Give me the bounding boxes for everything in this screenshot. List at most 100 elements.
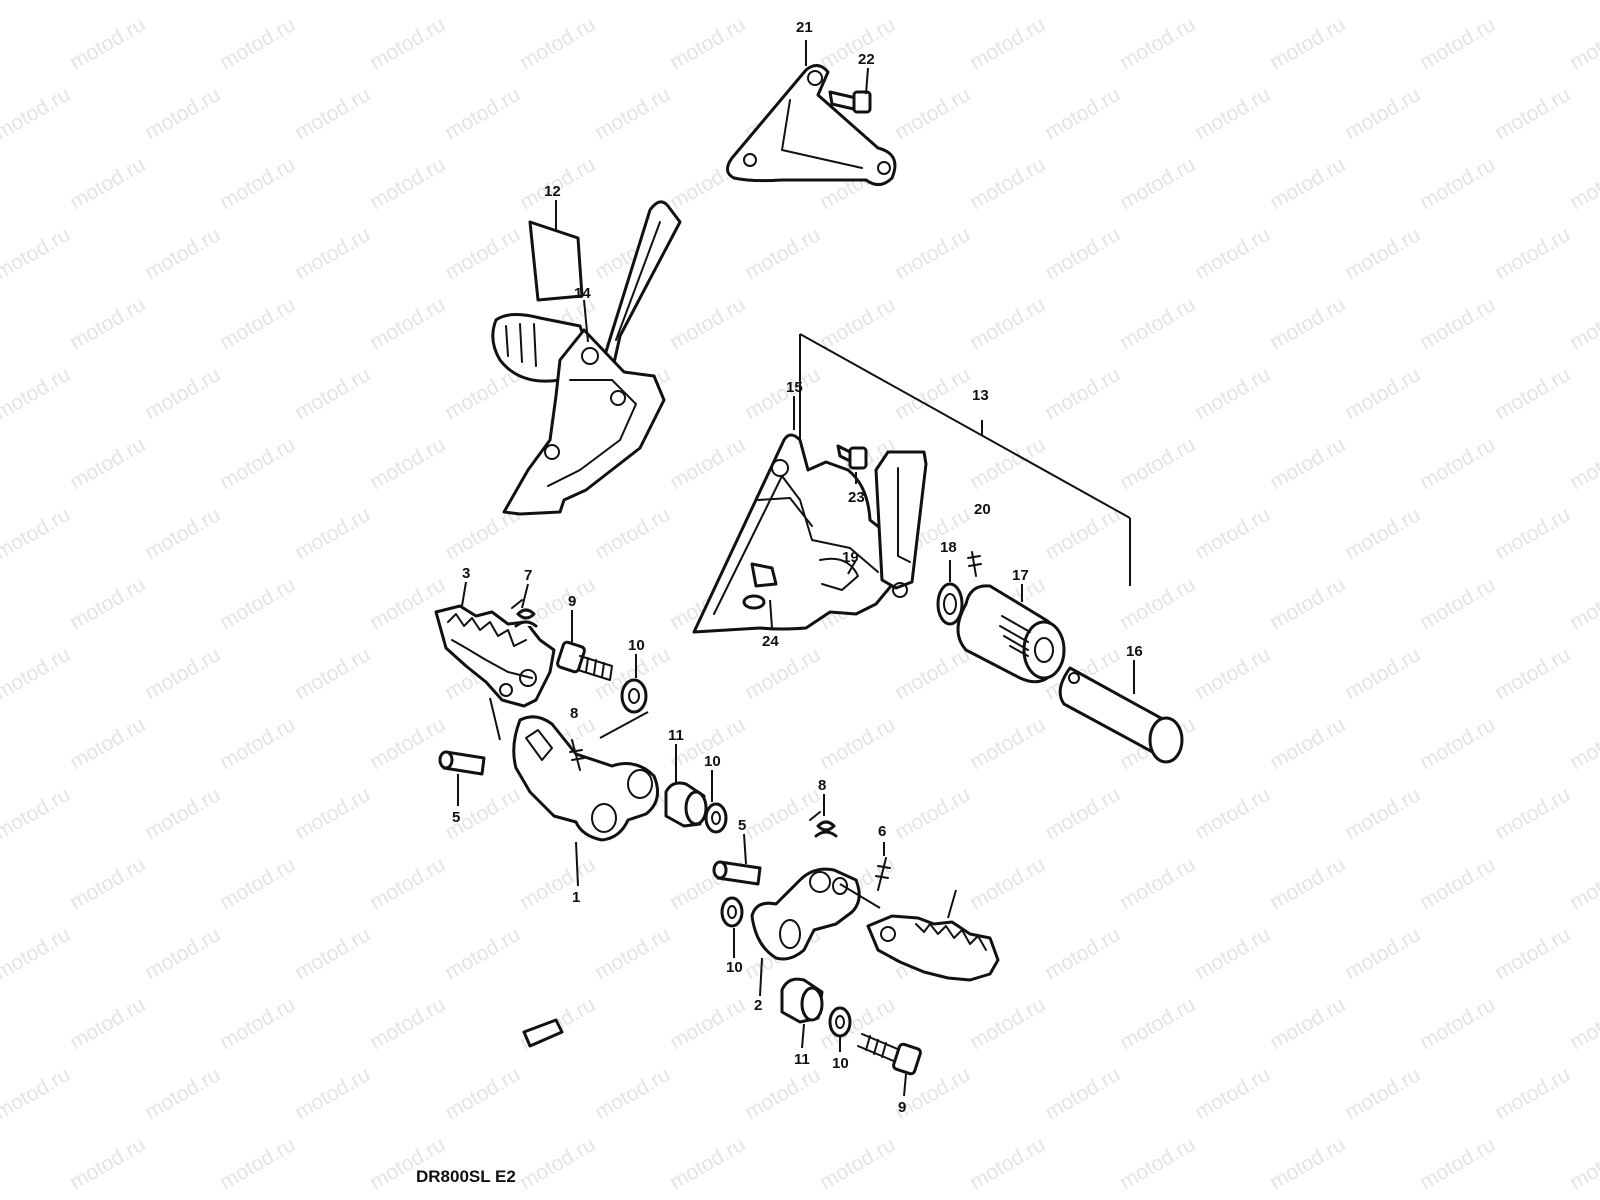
part-10-washer-2 xyxy=(704,802,728,834)
watermark-text: motod.ru xyxy=(1191,643,1274,704)
watermark-text: motod.ru xyxy=(291,783,374,844)
watermark-text: motod.ru xyxy=(1341,783,1424,844)
watermark-text: motod.ru xyxy=(1341,643,1424,704)
watermark-text: motod.ru xyxy=(141,1063,224,1124)
watermark-text: motod.ru xyxy=(141,503,224,564)
watermark-text: motod.ru xyxy=(591,503,674,564)
watermark-text: motod.ru xyxy=(591,83,674,144)
watermark-text: motod.ru xyxy=(66,1133,149,1194)
watermark-text: motod.ru xyxy=(366,993,449,1054)
callout-20: 20 xyxy=(974,501,991,518)
watermark-text: motod.ru xyxy=(966,713,1049,774)
watermark-text: motod.ru xyxy=(1416,13,1499,74)
watermark-text: motod.ru xyxy=(966,993,1049,1054)
watermark-text: motod.ru xyxy=(141,0,224,4)
watermark-text: motod.ru xyxy=(441,1063,524,1124)
watermark-text: motod.ru xyxy=(0,783,74,844)
watermark-text: motod.ru xyxy=(66,993,149,1054)
watermark-text: motod.ru xyxy=(1266,853,1349,914)
watermark-text: motod.ru xyxy=(291,643,374,704)
watermark-text: motod.ru xyxy=(1341,503,1424,564)
callout-15: 15 xyxy=(786,379,803,396)
callout-12: 12 xyxy=(544,183,561,200)
watermark-text: motod.ru xyxy=(216,1133,299,1194)
part-22-bolt xyxy=(828,90,872,114)
watermark-text: motod.ru xyxy=(141,923,224,984)
watermark-text: motod.ru xyxy=(1416,293,1499,354)
watermark-text: motod.ru xyxy=(1341,1063,1424,1124)
watermark-text: motod.ru xyxy=(1191,1063,1274,1124)
watermark-text: motod.ru xyxy=(291,83,374,144)
watermark-text: motod.ru xyxy=(1041,223,1124,284)
part-21-bracket xyxy=(726,64,897,186)
watermark-text: motod.ru xyxy=(1191,83,1274,144)
watermark-text: motod.ru xyxy=(966,13,1049,74)
callout-5-a: 5 xyxy=(452,809,460,826)
watermark-text: motod.ru xyxy=(591,923,674,984)
watermark-text: motod.ru xyxy=(1191,223,1274,284)
watermark-text: motod.ru xyxy=(366,713,449,774)
watermark-text: motod.ru xyxy=(66,153,149,214)
watermark-text: motod.ru xyxy=(1041,363,1124,424)
watermark-text: motod.ru xyxy=(1116,1133,1199,1194)
watermark-text: motod.ru xyxy=(291,923,374,984)
watermark-text: motod.ru xyxy=(1416,573,1499,634)
callout-14: 14 xyxy=(574,285,591,302)
part-4-footpeg xyxy=(866,914,1000,982)
watermark-text: motod.ru xyxy=(66,713,149,774)
watermark-text: motod.ru xyxy=(366,153,449,214)
part-5-pin-lower xyxy=(712,860,762,886)
watermark-text: motod.ru xyxy=(1566,13,1600,74)
watermark-text: motod.ru xyxy=(516,853,599,914)
part-17-sleeve xyxy=(956,584,1066,684)
model-label: DR800SL E2 xyxy=(416,1167,516,1186)
watermark-text: motod.ru xyxy=(141,363,224,424)
watermark-text: motod.ru xyxy=(1566,1133,1600,1194)
watermark-text: motod.ru xyxy=(441,223,524,284)
callout-5-b: 5 xyxy=(738,817,746,834)
part-5-pin xyxy=(438,750,486,776)
watermark-text: motod.ru xyxy=(1491,223,1574,284)
callout-3: 3 xyxy=(462,565,470,582)
watermark-text: motod.ru xyxy=(1041,503,1124,564)
watermark-text: motod.ru xyxy=(816,293,899,354)
watermark-text: motod.ru xyxy=(1491,923,1574,984)
watermark-text: motod.ru xyxy=(891,223,974,284)
watermark-text: motod.ru xyxy=(1266,433,1349,494)
part-11-bushing xyxy=(664,781,708,828)
part-clip xyxy=(522,1018,564,1048)
part-2-lever xyxy=(750,867,861,961)
watermark-text: motod.ru xyxy=(966,293,1049,354)
watermark-text: motod.ru xyxy=(141,83,224,144)
watermark-text: motod.ru xyxy=(1041,1063,1124,1124)
watermark-text: motod.ru xyxy=(1491,363,1574,424)
watermark-text: motod.ru xyxy=(1191,363,1274,424)
watermark-text: motod.ru xyxy=(666,293,749,354)
watermark-text: motod.ru xyxy=(216,13,299,74)
watermark-text: motod.ru xyxy=(1416,713,1499,774)
watermark-text: motod.ru xyxy=(1341,0,1424,4)
watermark-text: motod.ru xyxy=(1491,503,1574,564)
callout-22: 22 xyxy=(858,51,875,68)
watermark-text: motod.ru xyxy=(1041,923,1124,984)
watermark-text: motod.ru xyxy=(1266,573,1349,634)
watermark-text: motod.ru xyxy=(141,643,224,704)
callout-11-b: 11 xyxy=(794,1051,810,1068)
watermark-text: motod.ru xyxy=(216,153,299,214)
watermark-text: motod.ru xyxy=(366,433,449,494)
watermark-text: motod.ru xyxy=(1266,993,1349,1054)
watermark-text: motod.ru xyxy=(0,223,74,284)
watermark-text: motod.ru xyxy=(1266,13,1349,74)
watermark-text: motod.ru xyxy=(741,0,824,4)
watermark-text: motod.ru xyxy=(1566,993,1600,1054)
callout-18: 18 xyxy=(940,539,957,556)
watermark-text: motod.ru xyxy=(1191,503,1274,564)
watermark-text: motod.ru xyxy=(891,363,974,424)
callout-6: 6 xyxy=(878,823,886,840)
watermark-text: motod.ru xyxy=(1191,0,1274,4)
callout-7: 7 xyxy=(524,567,532,584)
watermark-text: motod.ru xyxy=(966,153,1049,214)
watermark-text: motod.ru xyxy=(891,83,974,144)
callout-24: 24 xyxy=(762,633,779,650)
